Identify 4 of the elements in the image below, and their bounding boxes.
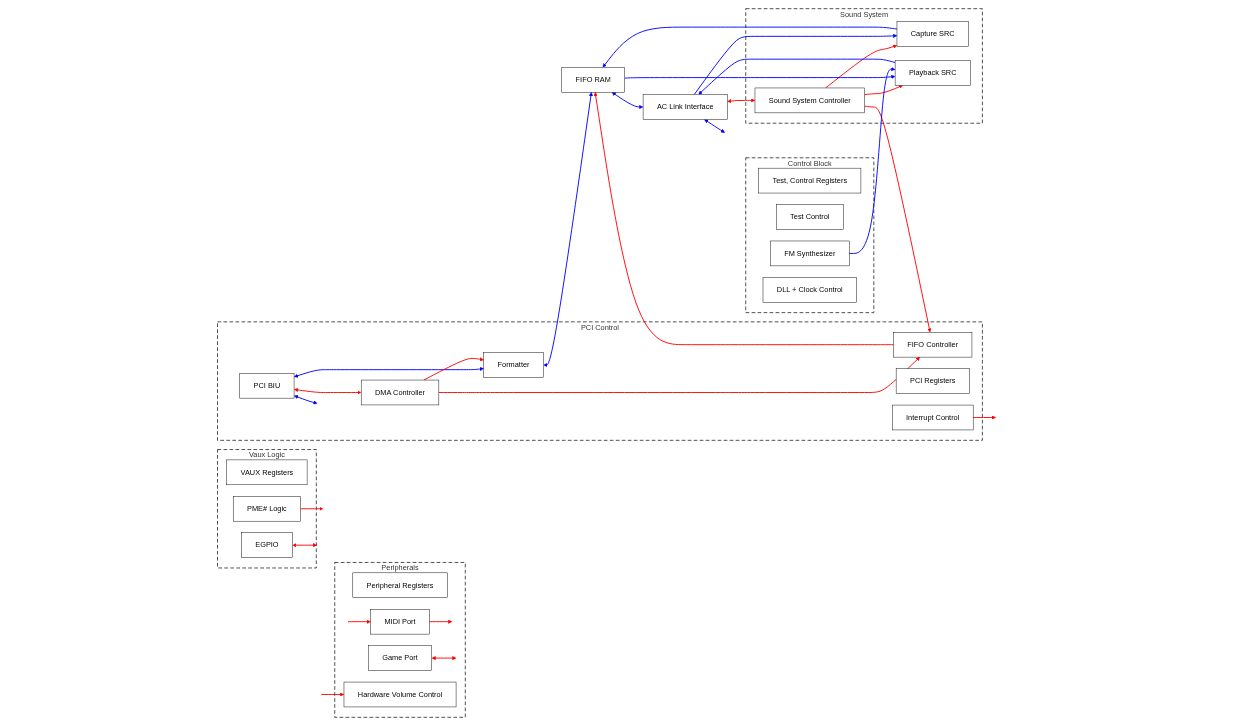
arrow (543, 92, 593, 368)
arrow (431, 656, 457, 661)
arrow (727, 98, 756, 104)
arrow (292, 543, 317, 548)
